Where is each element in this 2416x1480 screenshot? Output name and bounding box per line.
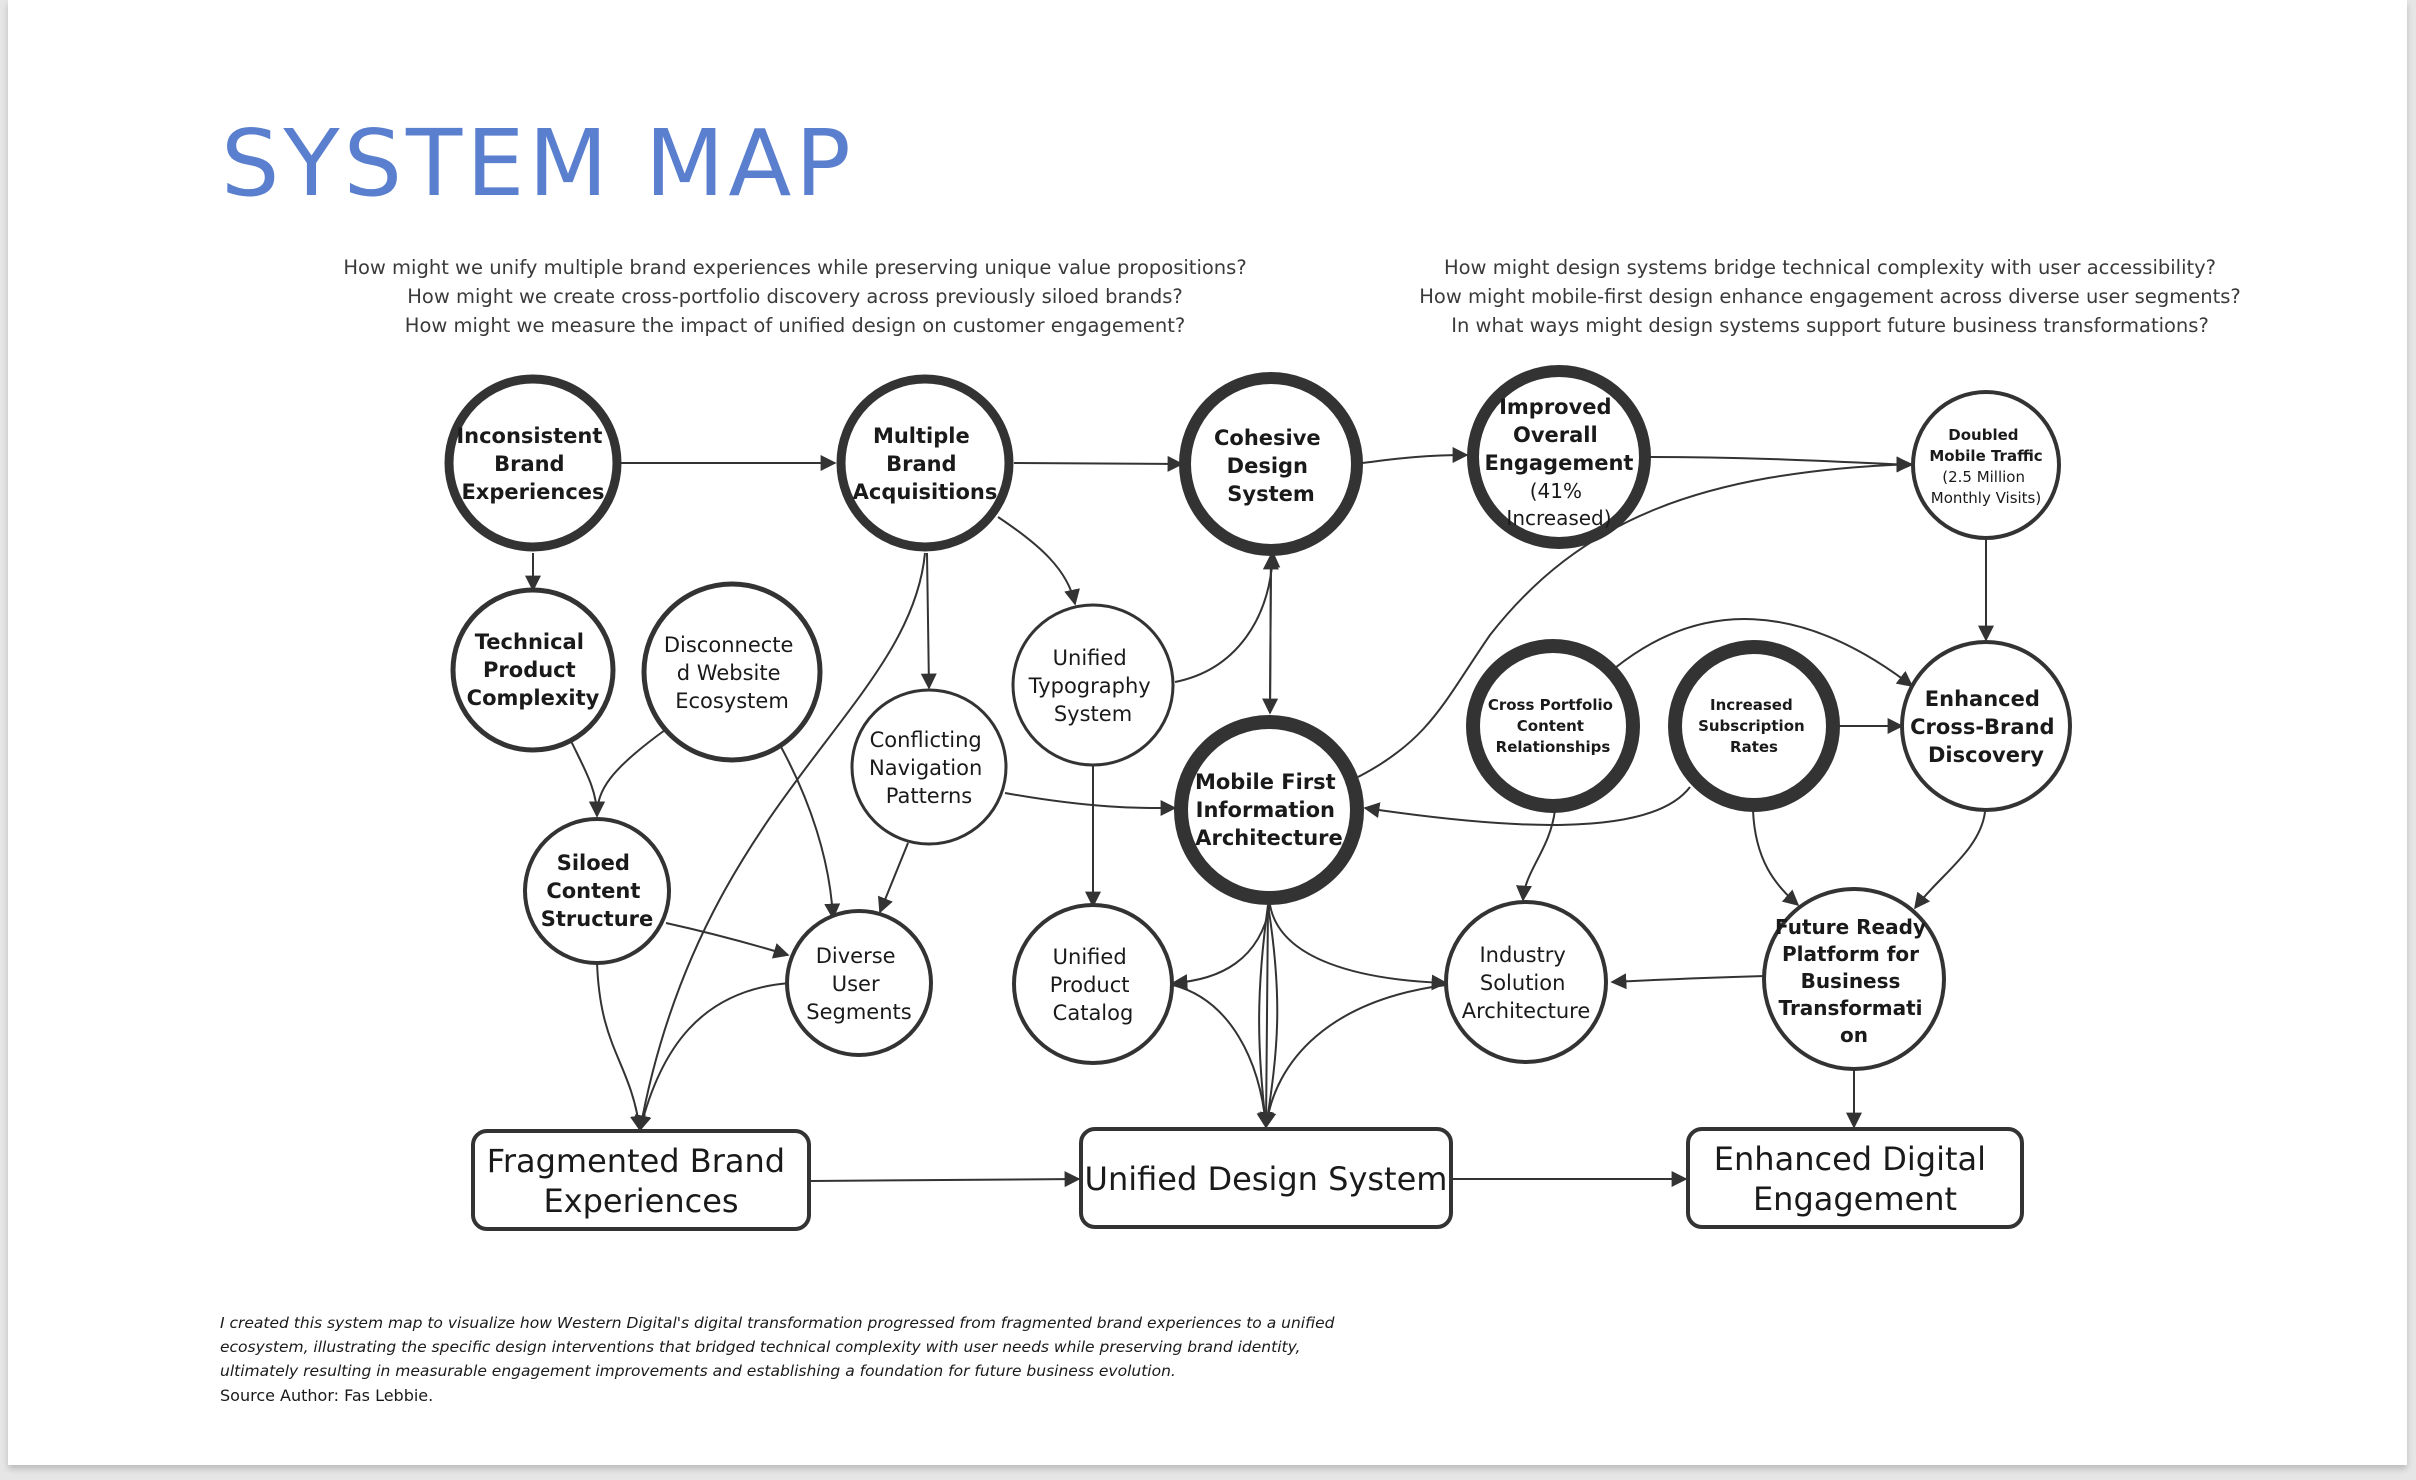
outcome-enhanced-box [1686, 1127, 2024, 1229]
node-acquisitions [836, 374, 1014, 552]
edge-subscription-future [1752, 809, 1800, 907]
node-cohesive [1179, 372, 1363, 556]
questions-left: How might we unify multiple brand experi… [330, 253, 1260, 340]
node-catalog [1012, 903, 1174, 1065]
edge-mobile-doubled [1357, 456, 1913, 778]
question-left-3: How might we measure the impact of unifi… [404, 314, 1186, 337]
node-technical [450, 587, 616, 753]
edge-cohesive-improved [1361, 447, 1469, 464]
edge-siloed-diverse [665, 922, 790, 959]
edge-acquisitions-fragmented [634, 552, 926, 1132]
edge-technical-siloed [570, 740, 605, 818]
label-inconsistent: Inconsistent Brand Experiences [456, 424, 609, 504]
edge-mobile-cohesive [1262, 553, 1279, 714]
nodes [444, 365, 2072, 1231]
label-disconnected: Disconnecte d Website Ecosystem [664, 633, 800, 713]
edge-crossbrand-future [1914, 811, 1986, 910]
edge-cross-industry [1515, 809, 1556, 902]
outcome-fragmented-box [471, 1129, 811, 1231]
page-title: SYSTEM MAP [221, 110, 855, 217]
label-siloed: Siloed Content Structure [541, 851, 654, 931]
node-industry [1444, 900, 1608, 1064]
edge-catalog-unified [1172, 984, 1273, 1129]
node-siloed [523, 817, 671, 965]
label-doubled: Doubled Mobile Traffic [1929, 426, 2042, 465]
node-improved [1467, 365, 1651, 549]
label-industry: Industry Solution Architecture [1462, 943, 1591, 1023]
edge-mobile-industry [1269, 904, 1448, 991]
node-typography [1011, 603, 1175, 767]
label-improved-sub: (41% Increased) [1506, 479, 1611, 530]
label-doubled-sub: (2.5 Million Monthly Visits) [1931, 468, 2041, 507]
node-doubled [1911, 390, 2061, 540]
label-outcome-unified: Unified Design System [1085, 1160, 1448, 1198]
outcome-unified-box [1079, 1127, 1453, 1229]
label-subscription: Increased Subscription Rates [1698, 696, 1810, 756]
edge-mobile-catalog [1171, 904, 1271, 991]
question-left-2: How might we create cross-portfolio disc… [407, 285, 1183, 308]
edge-disconnected-siloed [589, 729, 666, 818]
source-author: Source Author: Fas Lebbie. [220, 1386, 434, 1405]
edge-mobile-unified-left [1256, 904, 1273, 1129]
node-future [1762, 887, 1946, 1071]
label-technical: Technical Product Complexity [467, 630, 600, 710]
description-note: I created this system map to visualize h… [220, 1314, 1335, 1380]
edge-cross-crossbrand [1614, 618, 1914, 687]
edge-acquisitions-typography [997, 516, 1080, 606]
edge-improved-doubled [1649, 456, 1913, 473]
label-typography: Unified Typography System [1028, 646, 1158, 726]
edge-future-industry [1610, 973, 1766, 990]
label-acquisitions: Multiple Brand Acquisitions [853, 424, 998, 504]
edge-navigation-mobile [1004, 792, 1177, 817]
edge-fragmented-unified [810, 1171, 1081, 1188]
edge-navigation-diverse [878, 842, 909, 914]
label-cross-portfolio: Cross Portfolio Content Relationships [1488, 696, 1618, 756]
node-subscription [1668, 640, 1840, 812]
node-diverse [785, 909, 933, 1057]
connectors [525, 447, 1994, 1188]
label-mobile-first: Mobile First Information Architecture [1195, 770, 1343, 850]
edge-industry-unified [1259, 984, 1447, 1129]
label-navigation: Conflicting Navigation Patterns [869, 728, 989, 808]
edge-mobile-unified [1258, 904, 1275, 1129]
edge-disconnected-diverse [779, 744, 841, 920]
label-outcome-fragmented: Fragmented Brand Experiences [487, 1142, 796, 1220]
node-crossbrand [1900, 640, 2072, 812]
label-improved: Improved Overall Engagement [1485, 395, 1634, 475]
question-right-1: How might design systems bridge technica… [1443, 256, 2217, 279]
node-mobile [1174, 715, 1364, 905]
edge-diverse-fragmented [635, 982, 791, 1132]
question-right-3: In what ways might design systems suppor… [1451, 314, 2209, 337]
question-right-2: How might mobile-first design enhance en… [1419, 285, 2241, 308]
edge-subscription-mobile [1363, 786, 1691, 826]
node-labels: Inconsistent Brand Experiences Multiple … [456, 395, 2062, 1220]
label-outcome-enhanced: Enhanced Digital Engagement [1714, 1140, 1996, 1218]
node-inconsistent [444, 374, 622, 552]
question-left-1: How might we unify multiple brand experi… [343, 256, 1247, 279]
node-disconnected [641, 581, 823, 763]
questions-right: How might design systems bridge technica… [1330, 253, 2330, 340]
label-cohesive: Cohesive Design System [1214, 426, 1328, 506]
label-diverse: Diverse User Segments [806, 944, 911, 1024]
edge-typography-cohesive [1174, 551, 1281, 683]
label-crossbrand: Enhanced Cross-Brand Discovery [1910, 687, 2062, 767]
label-future-ready: Future Ready Platform for Business Trans… [1775, 915, 1933, 1047]
node-cross [1466, 639, 1640, 813]
node-navigation [850, 688, 1008, 846]
edge-acquisitions-navigation [920, 552, 937, 690]
edge-acquisitions-cohesive [1013, 455, 1184, 472]
edge-mobile-unified-right [1260, 904, 1279, 1129]
edge-siloed-fragmented [596, 961, 646, 1132]
label-catalog: Unified Product Catalog [1050, 945, 1136, 1025]
